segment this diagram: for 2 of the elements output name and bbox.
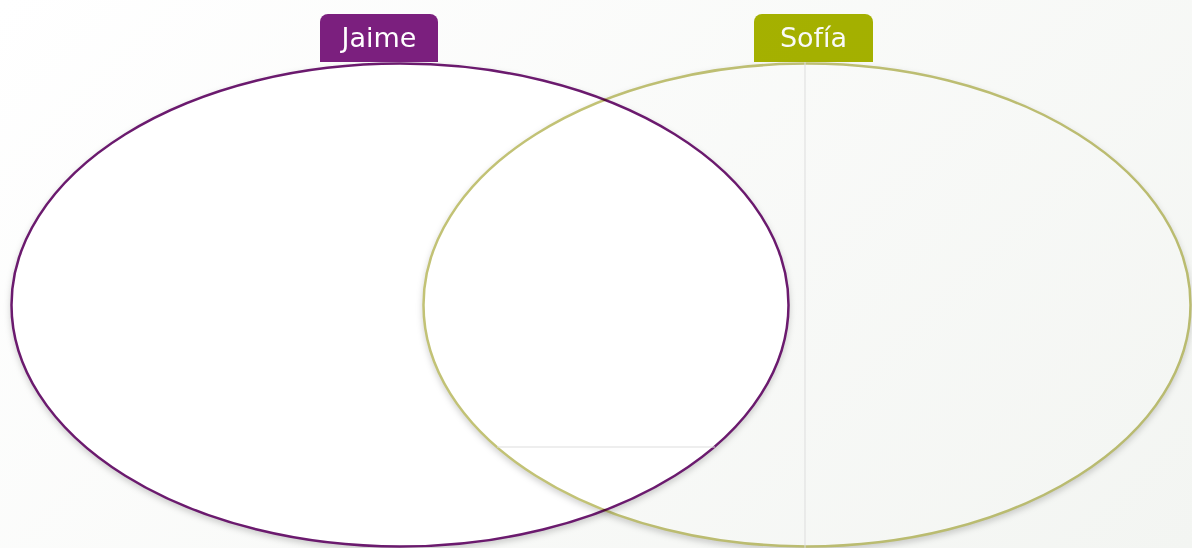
- set-label-tab: Jaime: [320, 14, 438, 62]
- set-label-tab: Sofía: [754, 14, 873, 62]
